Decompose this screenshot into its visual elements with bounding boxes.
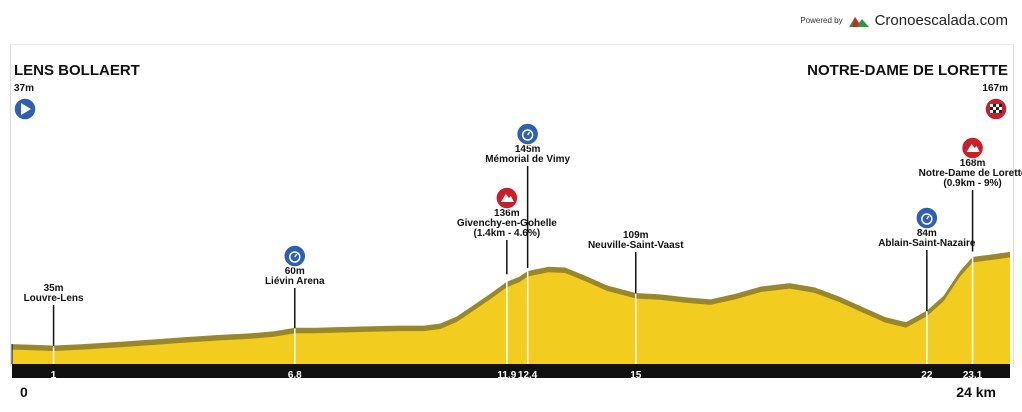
distance-bar <box>12 364 1010 378</box>
marker-km-3: 12.4 <box>518 370 538 381</box>
finish-flag-cell-2-0 <box>990 110 993 113</box>
marker-elevation-0: 35m <box>44 283 64 294</box>
finish-flag-cell-2-1 <box>993 110 996 113</box>
finish-flag-cell-1-0 <box>990 107 993 110</box>
marker-km-2: 11.9 <box>497 370 516 381</box>
marker-elevation-6: 168m <box>960 158 986 169</box>
mountain-glyph-6 <box>966 144 980 152</box>
finish-flag-cell-0-0 <box>990 104 993 107</box>
start-elevation: 37m <box>14 83 35 94</box>
brand-name[interactable]: Cronoescalada.com <box>874 12 1008 29</box>
marker-name-3: Mémorial de Vimy <box>485 154 570 165</box>
stopwatch-hand-3 <box>527 131 531 136</box>
start-location: LENS BOLLAERT <box>14 62 140 79</box>
stopwatch-face-1 <box>289 251 301 263</box>
finish-flag-cell-0-3 <box>999 104 1002 107</box>
marker-name-2: Givenchy-en-Gohelle <box>457 218 557 229</box>
marker-elevation-3: 145m <box>515 144 541 155</box>
end-km-label: 24 km <box>956 384 996 400</box>
brand: Powered by Cronoescalada.com <box>800 12 1008 29</box>
finish-location: NOTRE-DAME DE LORETTE <box>807 62 1008 79</box>
marker-name-6: Notre-Dame de Lorette <box>919 168 1022 179</box>
finish-flag-cell-1-3 <box>999 107 1002 110</box>
marker-km-1: 6.8 <box>288 370 302 381</box>
finish-flag-cell-0-1 <box>993 104 996 107</box>
stopwatch-face-3 <box>521 129 534 141</box>
finish-flag-cell-1-1 <box>993 107 996 110</box>
marker-name-1: Liévin Arena <box>265 276 325 287</box>
marker-elevation-2: 136m <box>494 208 520 219</box>
powered-by-label: Powered by <box>800 16 843 25</box>
stopwatch-face-5 <box>921 213 933 225</box>
finish-elevation: 167m <box>982 83 1008 94</box>
marker-detail-6: (0.9km - 9%) <box>943 178 1001 189</box>
marker-km-0: 1 <box>51 370 57 381</box>
finish-flag-cell-2-3 <box>999 110 1002 113</box>
marker-km-6: 23.1 <box>963 370 983 381</box>
stopwatch-hand-5 <box>926 215 930 220</box>
chart-frame <box>10 44 1014 367</box>
marker-km-4: 15 <box>630 370 642 381</box>
finish-flag-cell-1-2 <box>996 107 999 110</box>
marker-detail-2: (1.4km - 4.6%) <box>473 228 540 239</box>
marker-km-5: 22 <box>921 370 933 381</box>
start-play-glyph <box>21 103 31 115</box>
finish-flag-cell-0-2 <box>996 104 999 107</box>
start-km-label: 0 <box>20 384 28 400</box>
marker-name-0: Louvre-Lens <box>24 293 84 304</box>
marker-elevation-4: 109m <box>623 230 649 241</box>
marker-elevation-5: 84m <box>917 228 937 239</box>
marker-name-4: Neuville-Saint-Vaast <box>588 240 684 251</box>
mountain-logo-icon <box>848 16 869 27</box>
stopwatch-hand-1 <box>294 253 298 258</box>
marker-elevation-1: 60m <box>285 266 305 277</box>
mountain-glyph-2 <box>500 194 514 202</box>
finish-flag-cell-2-2 <box>996 110 999 113</box>
marker-name-5: Ablain-Saint-Nazaire <box>878 238 976 249</box>
